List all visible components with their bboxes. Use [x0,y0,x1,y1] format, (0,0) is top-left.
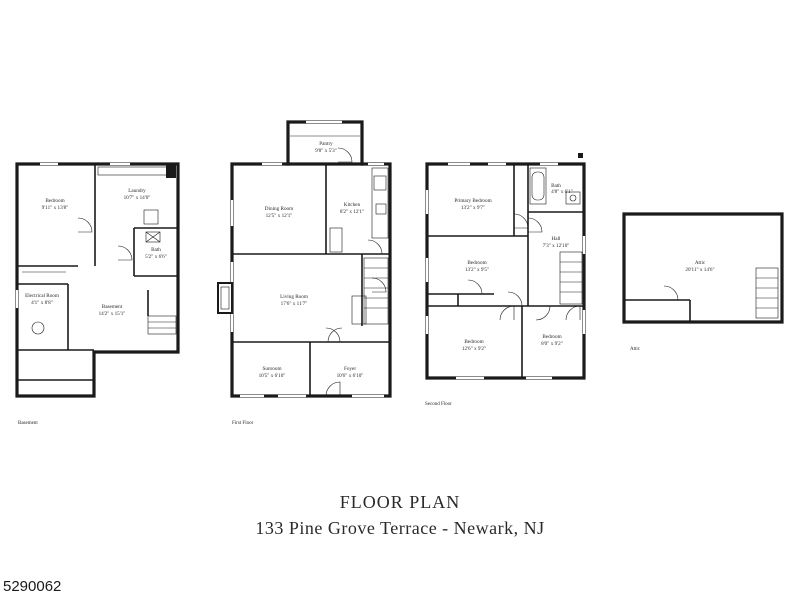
room-name: Hall [552,236,561,242]
room-labels: Bedroom 9'11" x 13'8" Laundry 10'7" x 14… [25,141,715,379]
room-dims: 4'1" x 8'8" [31,300,53,306]
room-dims: 8'0" x 9'2" [541,341,563,347]
floor-plan-drawing: Bedroom 9'11" x 13'8" Laundry 10'7" x 14… [15,120,784,426]
room-dims: 10'7" x 14'0" [124,195,151,201]
attic-plan [622,212,784,324]
room-name: Bath [151,247,161,253]
room-name: Primary Bedroom [454,198,491,204]
plan-address: 133 Pine Grove Terrace - Newark, NJ [255,518,545,538]
room-name: Foyer [344,366,356,372]
room-dims: 12'5" x 12'1" [266,213,293,219]
room-dims: 20'11" x 14'6" [685,267,714,273]
room-name: Bath [551,183,561,189]
room-dims: 12'6" x 9'2" [462,346,486,352]
room-name: Living Room [280,294,308,300]
room-dims: 8'2" x 12'1" [340,209,364,215]
room-name: Attic [695,260,706,266]
room-dims: 13'2" x 9'5" [465,267,489,273]
room-name: Basement [102,304,123,310]
room-name: Bedroom [45,198,64,204]
floor-label-basement: Basement [18,421,38,426]
room-name: Laundry [128,188,146,194]
basement-plan [15,162,180,398]
room-dims: 13'2" x 9'7" [461,205,485,211]
floor-labels: Basement First Floor Second Floor Attic [18,347,641,426]
room-name: Kitchen [344,202,361,208]
room-dims: 5'2" x 6'6" [145,254,167,260]
first-floor-plan [217,120,392,398]
room-name: Bedroom [542,334,561,340]
floor-label-second-floor: Second Floor [425,402,452,407]
room-name: Bedroom [467,260,486,266]
room-dims: 7'3" x 12'10" [543,243,570,249]
second-floor-plan [425,153,586,380]
plan-title: FLOOR PLAN [339,492,461,512]
room-dims: 4'8" x 6'1" [551,189,573,195]
room-name: Dining Room [265,206,293,212]
room-dims: 9'11" x 13'8" [42,205,69,211]
room-name: Sunroom [262,366,281,372]
listing-id: 5290062 [3,578,62,595]
room-name: Pantry [319,141,333,147]
floor-label-attic: Attic [630,347,641,352]
room-name: Bedroom [464,339,483,345]
floor-label-first-floor: First Floor [232,421,254,426]
room-dims: 14'2" x 15'1" [99,311,126,317]
room-dims: 10'5" x 6'10" [259,373,286,379]
room-dims: 9'8" x 5'3" [315,148,337,154]
room-dims: 10'6" x 6'10" [337,373,364,379]
room-dims: 17'6" x 11'7" [281,301,308,307]
room-name: Electrical Room [25,293,59,299]
